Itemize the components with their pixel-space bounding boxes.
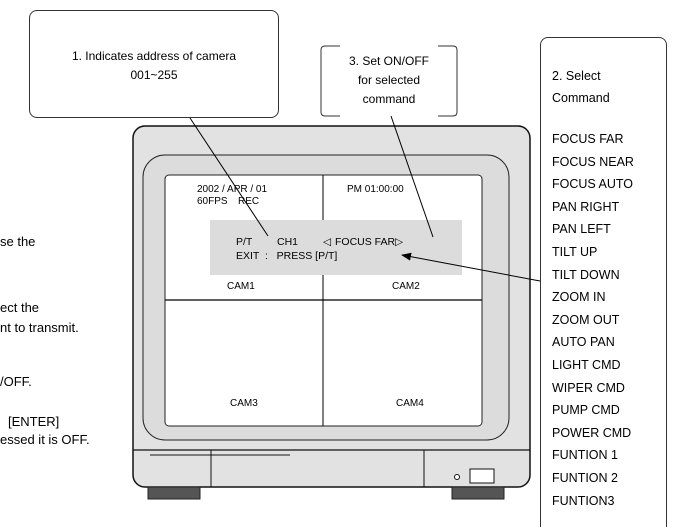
command-item: WIPER CMD xyxy=(552,380,625,395)
command-item: FOCUS NEAR xyxy=(552,154,634,169)
left-text-line3: nt to transmit. xyxy=(0,320,79,335)
monitor-foot-right xyxy=(451,486,505,500)
cam2-label: CAM2 xyxy=(392,281,420,292)
command-item: TILT UP xyxy=(552,244,598,259)
callout-select-line2: Command xyxy=(552,91,610,105)
osd-command: FOCUS FAR xyxy=(335,236,396,248)
callout-camera-address: 1. Indicates address of camera 001~255 xyxy=(29,10,279,118)
command-item: FUNTION3 xyxy=(552,493,615,508)
osd-right-arrow-icon: ▷ xyxy=(395,236,404,248)
command-list: FOCUS FAR FOCUS NEAR FOCUS AUTO PAN RIGH… xyxy=(552,128,634,512)
cam1-label: CAM1 xyxy=(227,281,255,292)
cam3-label: CAM3 xyxy=(230,398,258,409)
address-pointer-line xyxy=(189,117,269,237)
left-text-line1: se the xyxy=(0,234,36,249)
power-button xyxy=(469,468,495,484)
command-item: ZOOM OUT xyxy=(552,312,620,327)
osd-overlay xyxy=(210,220,462,275)
osd-exit: EXIT : PRESS [P/T] xyxy=(236,250,338,262)
callout-on-off-line3: command xyxy=(362,92,416,106)
cam4-label: CAM4 xyxy=(396,398,424,409)
osd-rec: REC xyxy=(238,196,260,207)
command-item: FOCUS FAR xyxy=(552,132,624,146)
osd-mode: P/T xyxy=(236,236,253,248)
callout-on-off-line2: for selected xyxy=(357,73,421,87)
on-off-pointer-line xyxy=(390,115,434,238)
callout-on-off-line1: 3. Set ON/OFF xyxy=(348,54,429,68)
left-text-line5: [ENTER] xyxy=(8,414,60,429)
callout-address-line1: 1. Indicates address of camera xyxy=(71,49,237,63)
osd-date: 2002 / APR / 01 xyxy=(197,184,268,195)
callout-address-line2: 001~255 xyxy=(130,68,178,82)
callout-select-line1: 2. Select xyxy=(552,69,601,83)
command-item: TILT DOWN xyxy=(552,267,620,282)
command-item: PUMP CMD xyxy=(552,403,620,418)
select-command-arrow xyxy=(401,252,541,282)
command-item: FUNTION 2 xyxy=(552,470,618,485)
left-text-line2: ect the xyxy=(0,300,40,315)
osd-channel: CH1 xyxy=(277,236,299,248)
osd-fps: 60FPS xyxy=(197,196,228,207)
command-item: AUTO PAN xyxy=(552,335,615,350)
command-item: POWER CMD xyxy=(552,425,632,440)
command-item: FOCUS AUTO xyxy=(552,177,634,192)
monitor-foot-left xyxy=(147,486,201,500)
left-text-line4: /OFF. xyxy=(0,374,32,389)
power-led xyxy=(454,474,460,480)
callout-select-command: 2. Select Command FOCUS FAR FOCUS NEAR F… xyxy=(540,37,667,527)
command-item: PAN RIGHT xyxy=(552,199,620,214)
osd-left-arrow-icon: ◁ xyxy=(323,236,332,248)
command-item: ZOOM IN xyxy=(552,290,606,305)
left-text-line6: essed it is OFF. xyxy=(0,432,90,447)
command-item: LIGHT CMD xyxy=(552,357,621,372)
callout-set-on-off: 3. Set ON/OFF for selected command xyxy=(320,45,458,117)
command-item: PAN LEFT xyxy=(552,222,611,237)
osd-time: PM 01:00:00 xyxy=(347,184,404,195)
command-item: FUNTION 1 xyxy=(552,448,618,463)
